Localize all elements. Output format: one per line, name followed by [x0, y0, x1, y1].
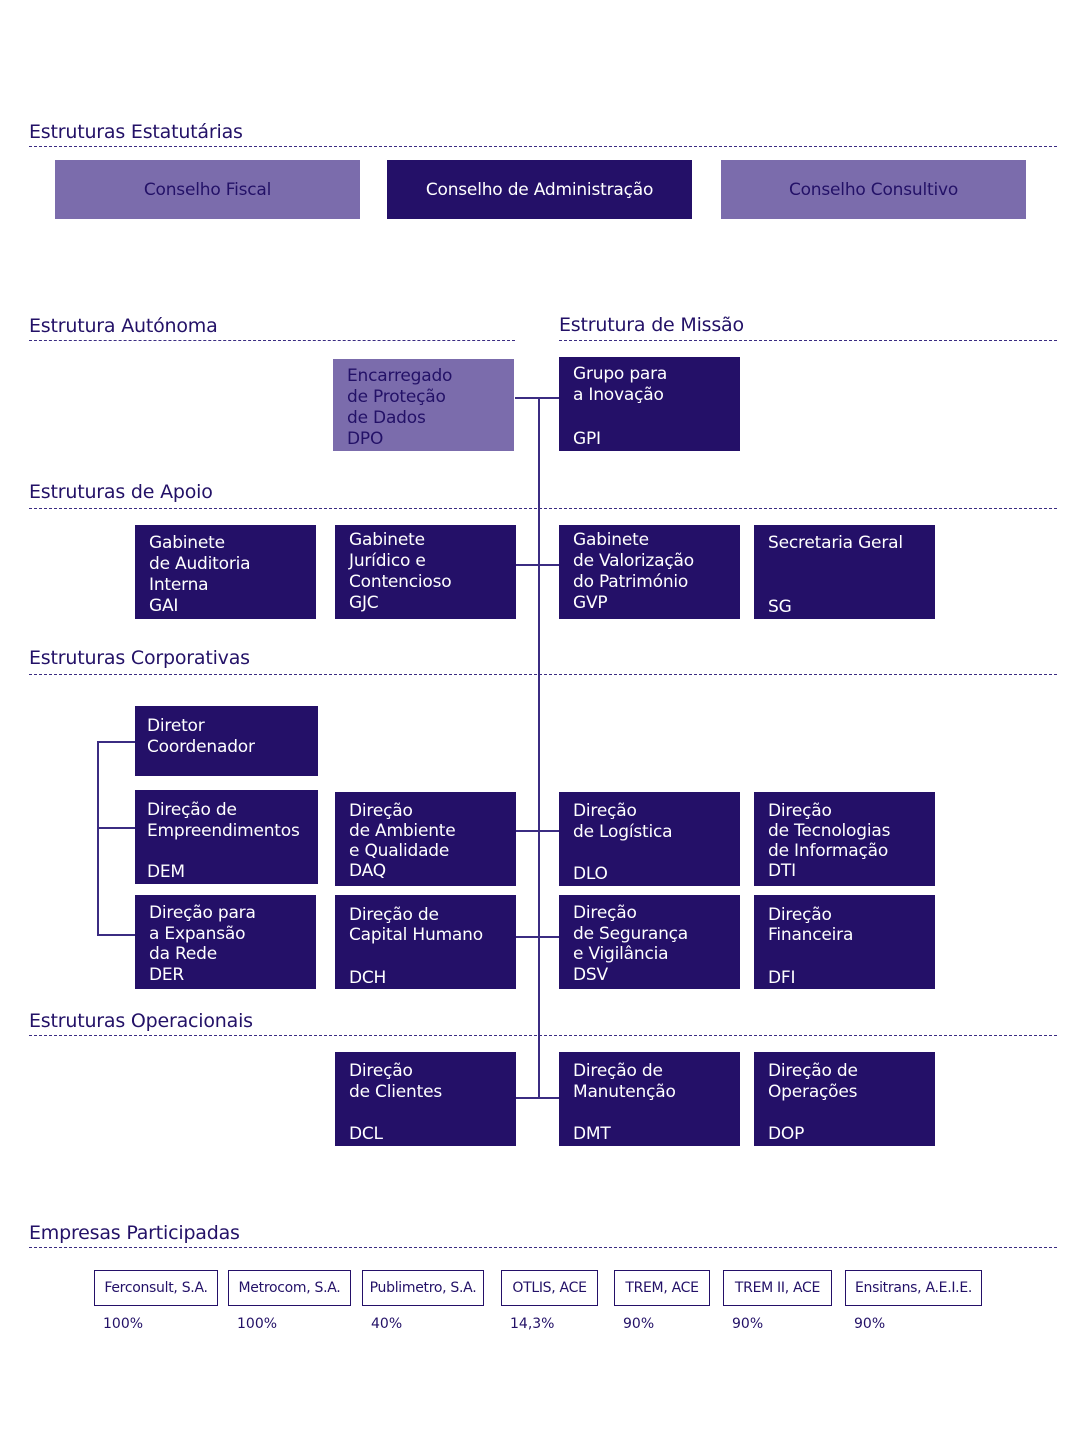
unit-code: DCL: [349, 1124, 383, 1144]
company-share: 14,3%: [510, 1316, 555, 1332]
unit-code: DEM: [147, 862, 185, 882]
section-title-estatutarias: Estruturas Estatutárias: [29, 121, 243, 143]
unit-dpo[interactable]: Encarregado de Proteção de Dados DPO: [333, 359, 514, 451]
bracket-tick-dem: [97, 827, 135, 829]
section-title-operacionais: Estruturas Operacionais: [29, 1010, 253, 1032]
connector-daq-dlo: [516, 830, 559, 832]
company-name: TREM, ACE: [625, 1280, 699, 1296]
company-name: Ferconsult, S.A.: [104, 1280, 208, 1296]
unit-dem[interactable]: Direção de Empreendimentos DEM: [135, 790, 318, 884]
company-box[interactable]: Ensitrans, A.E.I.E.: [845, 1270, 982, 1306]
unit-dop[interactable]: Direção de Operações DOP: [754, 1052, 935, 1146]
company-box[interactable]: Publimetro, S.A.: [362, 1270, 484, 1306]
unit-name: Encarregado de Proteção de Dados DPO: [347, 366, 453, 449]
unit-gpi[interactable]: Grupo para a Inovação GPI: [559, 357, 740, 451]
company-share: 40%: [371, 1316, 403, 1332]
unit-name: Gabinete de Auditoria Interna GAI: [149, 533, 251, 616]
unit-gjc[interactable]: Gabinete Jurídico e Contencioso GJC: [335, 525, 516, 619]
unit-dcl[interactable]: Direção de Clientes DCL: [335, 1052, 516, 1146]
conselho-administracao-box[interactable]: Conselho de Administração: [387, 160, 692, 219]
connector-dcl-dmt: [516, 1097, 559, 1099]
conselho-consultivo-label: Conselho Consultivo: [788, 179, 959, 200]
company-box[interactable]: TREM, ACE: [614, 1270, 710, 1306]
section-title-corporativas: Estruturas Corporativas: [29, 647, 250, 669]
unit-name: Secretaria Geral: [768, 533, 903, 553]
unit-dti[interactable]: Direção de Tecnologias de Informação DTI: [754, 792, 935, 886]
unit-name: Direção Financeira: [768, 905, 854, 945]
unit-code: DOP: [768, 1124, 805, 1144]
bracket-tick-dc: [97, 741, 135, 743]
divider: [29, 508, 1057, 509]
conselho-fiscal-box[interactable]: Conselho Fiscal: [55, 160, 360, 219]
unit-name: Direção de Logística: [573, 801, 673, 842]
unit-dfi[interactable]: Direção Financeira DFI: [754, 895, 935, 989]
company-box[interactable]: Metrocom, S.A.: [228, 1270, 351, 1306]
unit-code: GPI: [573, 429, 601, 449]
company-name: Publimetro, S.A.: [369, 1280, 477, 1296]
divider: [29, 340, 515, 341]
unit-code: DMT: [573, 1124, 611, 1144]
section-title-participadas: Empresas Participadas: [29, 1222, 240, 1244]
conselho-administracao-label: Conselho de Administração: [425, 179, 654, 200]
unit-name: Direção de Clientes: [349, 1061, 442, 1102]
unit-diretor-coordenador[interactable]: Diretor Coordenador: [135, 706, 318, 776]
unit-name: Direção de Operações: [768, 1061, 858, 1102]
unit-name: Grupo para a Inovação: [573, 364, 668, 405]
bracket-vertical: [97, 741, 99, 935]
unit-name: Direção de Manutenção: [573, 1061, 676, 1102]
unit-name: Diretor Coordenador: [147, 716, 255, 757]
company-name: Metrocom, S.A.: [238, 1280, 341, 1296]
section-title-missao: Estrutura de Missão: [559, 314, 744, 336]
company-box[interactable]: OTLIS, ACE: [501, 1270, 598, 1306]
unit-der[interactable]: Direção para a Expansão da Rede DER: [135, 895, 316, 989]
company-share: 90%: [732, 1316, 764, 1332]
company-share: 90%: [854, 1316, 886, 1332]
section-title-apoio: Estruturas de Apoio: [29, 481, 213, 503]
company-name: Ensitrans, A.E.I.E.: [854, 1280, 973, 1296]
bracket-tick-der: [97, 934, 135, 936]
unit-code: DFI: [768, 968, 796, 988]
company-share: 100%: [237, 1316, 278, 1332]
unit-code: DLO: [573, 864, 608, 884]
section-title-autonoma: Estrutura Autónoma: [29, 315, 218, 337]
unit-dlo[interactable]: Direção de Logística DLO: [559, 792, 740, 886]
unit-code: SG: [768, 597, 792, 617]
unit-name: Direção de Tecnologias de Informação DTI: [768, 801, 891, 881]
divider: [29, 146, 1057, 147]
divider: [559, 340, 1057, 341]
unit-name: Direção de Empreendimentos: [147, 800, 300, 841]
connector-dch-dsv: [516, 936, 559, 938]
unit-code: DCH: [349, 968, 387, 988]
conselho-consultivo-box[interactable]: Conselho Consultivo: [721, 160, 1026, 219]
unit-name: Gabinete Jurídico e Contencioso GJC: [349, 530, 452, 613]
unit-gvp[interactable]: Gabinete de Valorização do Património GV…: [559, 525, 740, 619]
company-share: 90%: [623, 1316, 655, 1332]
unit-sg[interactable]: Secretaria Geral SG: [754, 525, 935, 619]
company-box[interactable]: Ferconsult, S.A.: [94, 1270, 218, 1306]
unit-name: Direção de Ambiente e Qualidade DAQ: [349, 801, 456, 881]
company-box[interactable]: TREM II, ACE: [723, 1270, 832, 1306]
unit-dch[interactable]: Direção de Capital Humano DCH: [335, 895, 516, 989]
company-share: 100%: [103, 1316, 144, 1332]
divider: [29, 1035, 1057, 1036]
unit-name: Direção de Capital Humano: [349, 905, 483, 945]
unit-name: Gabinete de Valorização do Património GV…: [573, 530, 694, 613]
connector-dpo-gpi: [515, 397, 559, 399]
unit-daq[interactable]: Direção de Ambiente e Qualidade DAQ: [335, 792, 516, 886]
unit-name: Direção para a Expansão da Rede DER: [149, 903, 256, 985]
unit-dmt[interactable]: Direção de Manutenção DMT: [559, 1052, 740, 1146]
connector-gjc-gvp: [516, 564, 559, 566]
conselho-fiscal-label: Conselho Fiscal: [143, 179, 272, 200]
main-connector-line: [538, 397, 540, 1098]
divider: [29, 674, 1057, 675]
unit-dsv[interactable]: Direção de Segurança e Vigilância DSV: [559, 895, 740, 989]
company-name: OTLIS, ACE: [512, 1280, 587, 1296]
divider: [29, 1247, 1057, 1248]
unit-gai[interactable]: Gabinete de Auditoria Interna GAI: [135, 525, 316, 619]
unit-name: Direção de Segurança e Vigilância DSV: [573, 903, 689, 985]
company-name: TREM II, ACE: [734, 1280, 821, 1296]
